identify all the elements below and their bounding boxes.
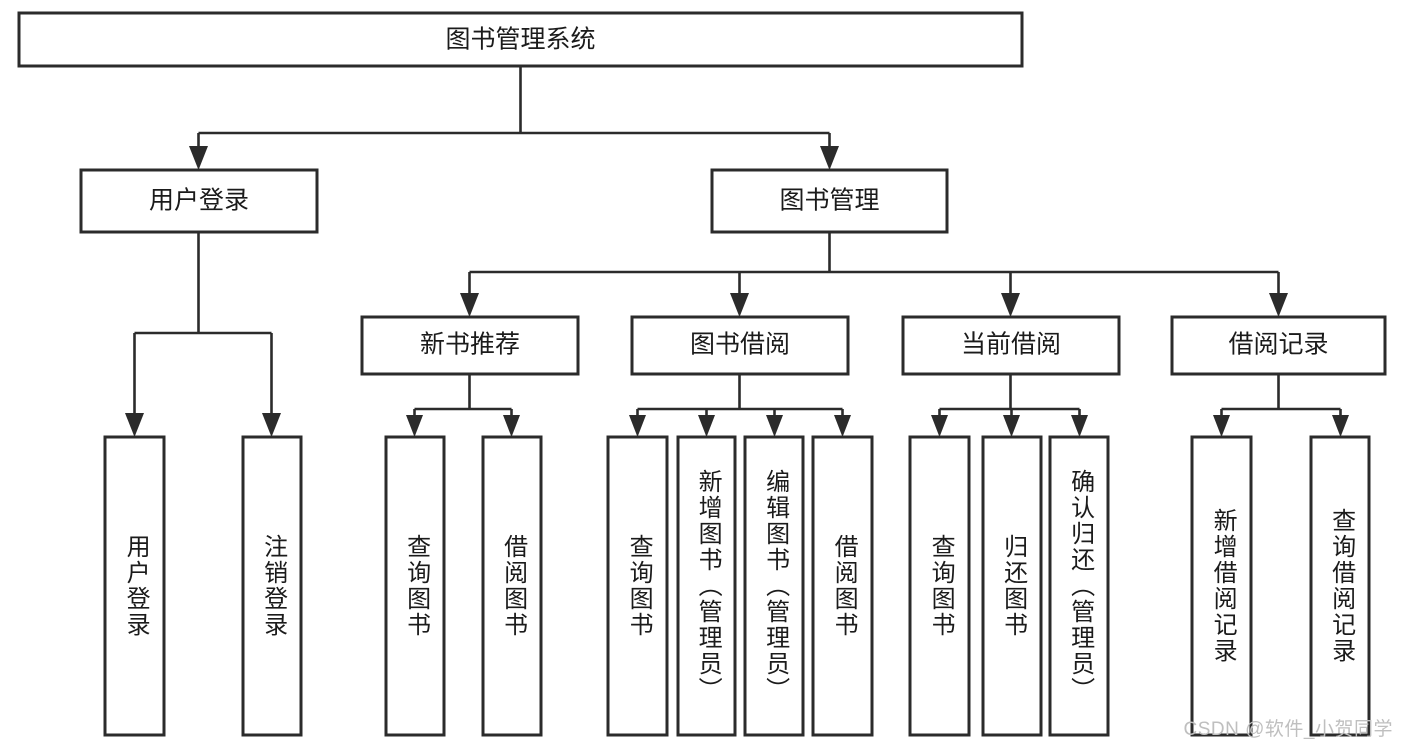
node-label-leaf-bo-query-book: 查询图书 xyxy=(625,534,653,638)
node-label-book-management: 图书管理 xyxy=(779,187,879,215)
node-box-leaf-cu-return-book[interactable] xyxy=(981,435,1043,737)
node-leaf-nb-query-book[interactable]: 查询图书 xyxy=(384,435,446,737)
node-leaf-nb-borrow-book[interactable]: 借阅图书 xyxy=(481,435,543,737)
node-label-current-borrow: 当前借阅 xyxy=(961,331,1061,359)
node-box-leaf-bo-borrow-book[interactable] xyxy=(811,435,874,737)
node-leaf-bo-query-book[interactable]: 查询图书 xyxy=(606,435,669,737)
node-leaf-bo-edit-book[interactable]: 编辑图书（管理员） xyxy=(743,435,805,737)
node-leaf-cu-return-book[interactable]: 归还图书 xyxy=(981,435,1043,737)
node-label-new-book-recommend: 新书推荐 xyxy=(420,331,520,359)
node-user-login[interactable]: 用户登录 xyxy=(79,168,319,234)
node-root-system[interactable]: 图书管理系统 xyxy=(17,11,1024,68)
node-new-book-recommend[interactable]: 新书推荐 xyxy=(360,315,580,376)
node-label-leaf-nb-query-book: 查询图书 xyxy=(403,534,431,638)
node-box-user-login[interactable] xyxy=(79,168,319,234)
node-label-leaf-cu-query-book: 查询图书 xyxy=(927,534,955,638)
node-box-leaf-re-add-record[interactable] xyxy=(1190,435,1253,737)
arrow-head-leaf-bo-query xyxy=(629,415,646,437)
arrow-head-book-mgmt xyxy=(820,146,839,170)
node-box-leaf-cu-query-book[interactable] xyxy=(908,435,971,737)
node-box-leaf-bo-add-book[interactable] xyxy=(676,435,737,737)
node-label-book-borrow: 图书借阅 xyxy=(690,331,790,359)
arrow-head-leaf-cu-query xyxy=(931,415,948,437)
arrow-head-current-borrow xyxy=(1001,293,1020,317)
arrow-head-records xyxy=(1269,293,1288,317)
node-leaf-user-login[interactable]: 用户登录 xyxy=(103,435,166,737)
node-box-leaf-bo-edit-book[interactable] xyxy=(743,435,805,737)
arrow-head-leaf-cu-confirm xyxy=(1071,415,1088,437)
node-label-leaf-user-login: 用户登录 xyxy=(122,534,150,638)
node-box-leaf-re-query-record[interactable] xyxy=(1309,435,1371,737)
node-leaf-cu-confirm-return[interactable]: 确认归还（管理员） xyxy=(1048,435,1110,737)
node-box-root[interactable] xyxy=(17,11,1024,68)
node-label-leaf-re-query-record: 查询借阅记录 xyxy=(1328,508,1356,664)
node-box-new-book-recommend[interactable] xyxy=(360,315,580,376)
node-book-borrow[interactable]: 图书借阅 xyxy=(630,315,850,376)
node-leaf-re-query-record[interactable]: 查询借阅记录 xyxy=(1309,435,1371,737)
node-box-leaf-nb-borrow-book[interactable] xyxy=(481,435,543,737)
node-label-leaf-bo-edit-book: 编辑图书（管理员） xyxy=(762,469,790,703)
node-borrow-records[interactable]: 借阅记录 xyxy=(1170,315,1387,376)
node-label-root: 图书管理系统 xyxy=(445,26,595,54)
node-label-leaf-cu-confirm-return: 确认归还（管理员） xyxy=(1067,469,1095,703)
arrow-head-leaf-bo-edit xyxy=(766,415,783,437)
node-box-book-borrow[interactable] xyxy=(630,315,850,376)
node-leaf-bo-add-book[interactable]: 新增图书（管理员） xyxy=(676,435,737,737)
node-leaf-re-add-record[interactable]: 新增借阅记录 xyxy=(1190,435,1253,737)
node-box-borrow-records[interactable] xyxy=(1170,315,1387,376)
node-leaf-cu-query-book[interactable]: 查询图书 xyxy=(908,435,971,737)
node-box-leaf-nb-query-book[interactable] xyxy=(384,435,446,737)
node-label-user-login: 用户登录 xyxy=(149,187,249,215)
node-label-leaf-cu-return-book: 归还图书 xyxy=(1000,534,1028,638)
connector-layer xyxy=(125,66,1349,437)
arrow-head-leaf-bo-borrow xyxy=(834,415,851,437)
node-box-current-borrow[interactable] xyxy=(901,315,1121,376)
arrow-head-leaf-cu-return xyxy=(1003,415,1020,437)
arrow-head-new-book xyxy=(460,293,479,317)
node-label-leaf-logout: 注销登录 xyxy=(260,534,288,638)
node-label-leaf-bo-borrow-book: 借阅图书 xyxy=(830,534,858,638)
node-box-leaf-logout[interactable] xyxy=(241,435,303,737)
node-leaf-bo-borrow-book[interactable]: 借阅图书 xyxy=(811,435,874,737)
node-box-leaf-bo-query-book[interactable] xyxy=(606,435,669,737)
node-box-leaf-cu-confirm-return[interactable] xyxy=(1048,435,1110,737)
arrow-head-leaf-re-query xyxy=(1332,415,1349,437)
node-box-leaf-user-login[interactable] xyxy=(103,435,166,737)
arrow-head-leaf-bo-add xyxy=(698,415,715,437)
arrow-head-borrow xyxy=(730,293,749,317)
arrow-head-leaf-nb-borrow xyxy=(503,415,520,437)
arrow-head-leaf-logout xyxy=(262,413,281,437)
arrow-head-leaf-re-add xyxy=(1213,415,1230,437)
node-label-leaf-nb-borrow-book: 借阅图书 xyxy=(500,534,528,638)
node-book-management[interactable]: 图书管理 xyxy=(710,168,949,234)
node-label-leaf-bo-add-book: 新增图书（管理员） xyxy=(694,469,722,703)
node-box-book-management[interactable] xyxy=(710,168,949,234)
arrow-head-leaf-user-login xyxy=(125,413,144,437)
arrow-head-leaf-nb-query xyxy=(406,415,423,437)
node-label-borrow-records: 借阅记录 xyxy=(1228,331,1328,359)
arrow-head-user-login xyxy=(189,146,208,170)
node-label-leaf-re-add-record: 新增借阅记录 xyxy=(1209,508,1237,664)
node-leaf-logout[interactable]: 注销登录 xyxy=(241,435,303,737)
node-layer: 图书管理系统 用户登录 图书管理 新书推荐 图书借阅 当前 xyxy=(17,11,1387,737)
node-current-borrow[interactable]: 当前借阅 xyxy=(901,315,1121,376)
